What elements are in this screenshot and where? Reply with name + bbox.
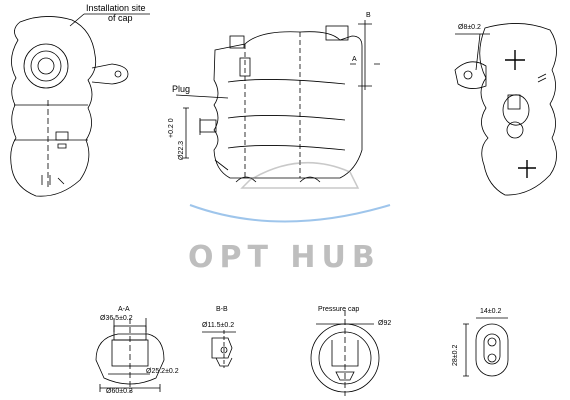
watermark-logo — [189, 161, 391, 223]
dia-22-3-label: Ø22.3 — [178, 140, 185, 160]
of-cap-label: of cap — [108, 13, 133, 23]
section-a-marker: A — [352, 56, 357, 63]
pressure-cap-title: Pressure cap — [318, 306, 360, 313]
dia-25-2-label: Ø25.2±0.2 — [146, 368, 179, 375]
tank-front-view — [10, 13, 150, 197]
dim-28-label: 28±0.2 — [452, 344, 459, 366]
installation-site-label: Installation site — [86, 3, 146, 13]
dia-8-label: Ø8±0.2 — [458, 24, 481, 31]
tolerance-22-3-label: +0.2 0 — [168, 118, 175, 138]
dim-14-label: 14±0.2 — [480, 308, 502, 315]
dia-11-5-label: Ø11.5±0.2 — [202, 322, 235, 329]
pressure-cap-view — [310, 310, 380, 396]
connector-view — [463, 317, 509, 377]
section-aa-title: A-A — [118, 306, 130, 313]
dia-92-label: Ø92 — [378, 320, 392, 327]
tank-side-view — [175, 20, 380, 183]
tank-rear-view — [454, 23, 557, 196]
section-bb-title: B-B — [216, 306, 228, 313]
plug-label: Plug — [172, 84, 191, 94]
watermark-text: OPT HUB — [188, 240, 381, 275]
dia-36-5-label: Ø36.5±0.2 — [100, 315, 133, 322]
section-b-marker: B — [366, 12, 371, 19]
section-aa-view — [95, 318, 165, 392]
dia-60-label: Ø60±0.3 — [106, 388, 133, 395]
section-bb-view — [202, 330, 236, 368]
